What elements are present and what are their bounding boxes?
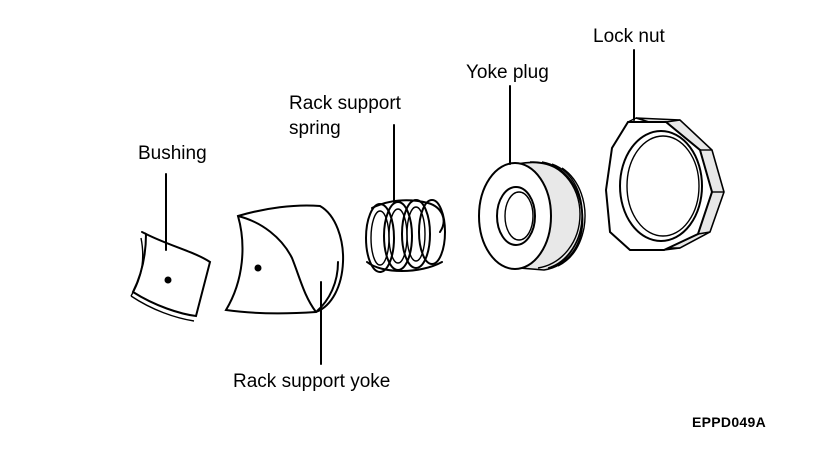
figure-code: EPPD049A (692, 414, 766, 430)
label-rack-support-spring-2: spring (289, 118, 341, 139)
lock-nut-part (604, 117, 725, 251)
label-yoke-plug: Yoke plug (466, 62, 549, 83)
label-rack-support-spring-1: Rack support (289, 93, 401, 114)
bushing-part (130, 231, 212, 322)
leader-lines (165, 49, 635, 365)
label-rack-support-yoke: Rack support yoke (233, 371, 391, 392)
label-bushing: Bushing (138, 143, 207, 164)
label-lock-nut: Lock nut (593, 26, 665, 47)
rack-support-spring-part (365, 199, 446, 273)
rack-support-yoke-part (224, 204, 345, 315)
yoke-plug-part (478, 161, 586, 271)
